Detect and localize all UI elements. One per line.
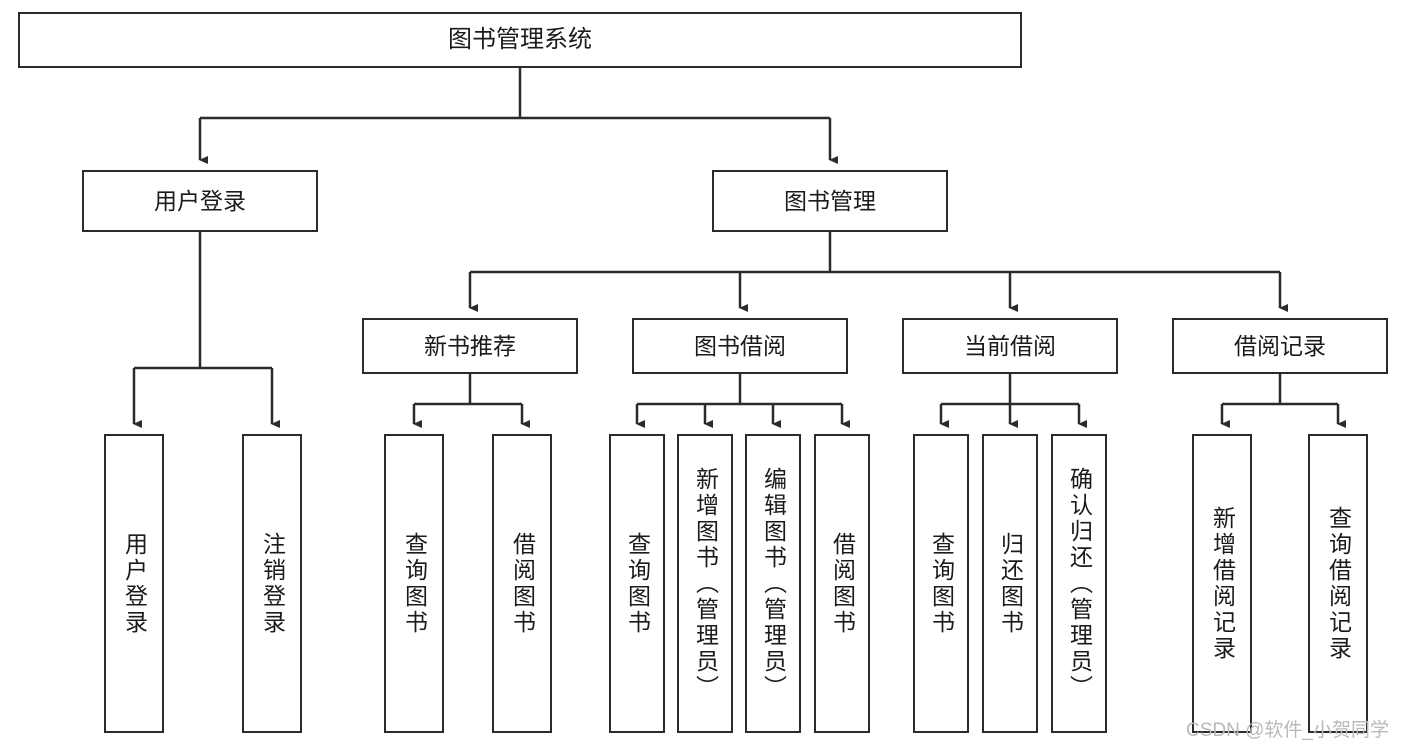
node-book-management[interactable]: 图书管理 — [712, 170, 948, 232]
node-leaf-confirm-return-admin[interactable]: 确认归还（管理员） — [1051, 434, 1107, 733]
node-label: 图书管理 — [784, 187, 876, 214]
node-label: 图书借阅 — [694, 332, 786, 359]
node-label: 注销登录 — [259, 531, 286, 636]
node-root-book-management-system[interactable]: 图书管理系统 — [18, 12, 1022, 68]
node-leaf-logout[interactable]: 注销登录 — [242, 434, 302, 733]
node-leaf-add-borrow-record[interactable]: 新增借阅记录 — [1192, 434, 1252, 733]
node-leaf-query-borrow-record[interactable]: 查询借阅记录 — [1308, 434, 1368, 733]
node-user-login[interactable]: 用户登录 — [82, 170, 318, 232]
node-label: 查询图书 — [401, 531, 428, 636]
watermark: CSDN @软件_小贺同学 — [1186, 720, 1389, 741]
node-label: 确认归还（管理员） — [1066, 466, 1093, 701]
node-leaf-query-book-current[interactable]: 查询图书 — [913, 434, 969, 733]
node-label: 新书推荐 — [424, 332, 516, 359]
node-label: 编辑图书（管理员） — [760, 466, 787, 701]
node-label: 查询图书 — [624, 531, 651, 636]
node-leaf-query-book-borrow[interactable]: 查询图书 — [609, 434, 665, 733]
node-leaf-borrow-book-recommend[interactable]: 借阅图书 — [492, 434, 552, 733]
node-leaf-query-book-recommend[interactable]: 查询图书 — [384, 434, 444, 733]
node-borrow-record[interactable]: 借阅记录 — [1172, 318, 1388, 374]
node-new-book-recommend[interactable]: 新书推荐 — [362, 318, 578, 374]
node-leaf-user-login[interactable]: 用户登录 — [104, 434, 164, 733]
node-leaf-return-book[interactable]: 归还图书 — [982, 434, 1038, 733]
node-label: 归还图书 — [997, 531, 1024, 636]
node-leaf-add-book-admin[interactable]: 新增图书（管理员） — [677, 434, 733, 733]
node-label: 用户登录 — [154, 187, 246, 214]
node-label: 借阅图书 — [829, 531, 856, 636]
node-current-borrow[interactable]: 当前借阅 — [902, 318, 1118, 374]
node-label: 借阅图书 — [509, 531, 536, 636]
node-label: 用户登录 — [121, 531, 148, 636]
node-label: 图书管理系统 — [448, 26, 592, 54]
node-label: 借阅记录 — [1234, 332, 1326, 359]
node-label: 新增图书（管理员） — [692, 466, 719, 701]
node-label: 查询借阅记录 — [1325, 505, 1352, 662]
node-label: 查询图书 — [928, 531, 955, 636]
node-book-borrow[interactable]: 图书借阅 — [632, 318, 848, 374]
node-leaf-borrow-book[interactable]: 借阅图书 — [814, 434, 870, 733]
node-label: 新增借阅记录 — [1209, 505, 1236, 662]
node-leaf-edit-book-admin[interactable]: 编辑图书（管理员） — [745, 434, 801, 733]
node-label: 当前借阅 — [964, 332, 1056, 359]
